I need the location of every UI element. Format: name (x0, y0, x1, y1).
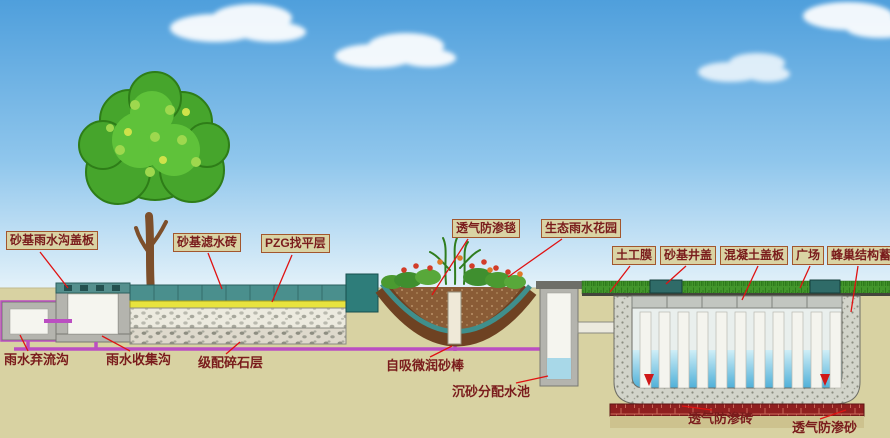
leader-permeable-blanket (431, 238, 469, 296)
graded-gravel-layer-lower (129, 327, 347, 345)
label-permeable-brick: 透气防渗砖 (688, 411, 754, 426)
brick-seams (153, 285, 323, 301)
label-rain-collection-ditch: 雨水收集沟 (106, 352, 172, 367)
settling-tank-cover (536, 281, 582, 289)
leader-gutter-cover (39, 251, 69, 289)
label-graded-gravel-layer: 级配碎石层 (198, 355, 264, 370)
settling-tank (536, 281, 635, 387)
tree (78, 71, 230, 296)
leader-collection-ditch (101, 335, 131, 352)
cloud (170, 4, 306, 42)
leader-manhole-cover (665, 265, 687, 285)
leader-permeable-brick (681, 405, 713, 411)
label-plaza: 广场 (792, 246, 825, 265)
leader-sand-filter-brick (207, 252, 223, 290)
label-geomembrane: 土工膜 (612, 246, 657, 265)
leader-geomembrane (609, 265, 631, 293)
label-settling-tank: 沉砂分配水池 (452, 384, 531, 399)
clouds (170, 2, 890, 82)
label-sand-base-manhole: 砂基井盖 (660, 246, 717, 265)
leader-settling-tank (515, 375, 549, 384)
label-eco-rain-garden: 生态雨水花园 (541, 219, 622, 238)
label-permeable-blanket: 透气防渗毯 (452, 219, 521, 238)
leader-permeable-sand (819, 409, 847, 420)
tree-canopy (78, 71, 230, 205)
leader-plaza (799, 265, 811, 289)
cover-joints (666, 296, 808, 308)
grass-surface (581, 280, 890, 295)
label-permeable-sand: 透气防渗砂 (792, 420, 858, 435)
label-sand-base-gutter-cover-plate: 砂基雨水沟盖板 (6, 231, 99, 250)
settling-tank-water (547, 358, 571, 379)
label-sand-base-filter-brick: 砂基滤水砖 (173, 233, 242, 252)
pavement-layers (129, 284, 347, 345)
permeable-sand-layer (610, 416, 864, 428)
leader-discard-ditch (19, 334, 29, 352)
leader-graded-gravel (225, 341, 241, 355)
storage-tank (609, 279, 865, 428)
label-pzg-leveling-layer: PZG找平层 (261, 234, 330, 253)
gutter-cover-plate (55, 282, 131, 294)
leader-honeycomb-tank (850, 265, 859, 313)
rain-garden (375, 235, 537, 347)
garden-plants (381, 235, 526, 289)
curb-block (345, 273, 379, 313)
label-concrete-cover-plate: 混凝土盖板 (720, 246, 789, 265)
leader-sand-rod (429, 345, 453, 358)
label-micro-moist-sand-rod: 自吸微润砂棒 (386, 358, 465, 373)
tree-trunk (134, 212, 168, 296)
drain-arrow-right (820, 374, 830, 386)
leader-concrete-cover (741, 265, 759, 301)
cloud (803, 2, 890, 38)
geomembrane (582, 293, 890, 296)
leader-pzg-leveling (271, 254, 293, 303)
leader-lines (19, 238, 859, 420)
rain-collection-ditch (55, 285, 131, 343)
manhole-cover-left (649, 279, 683, 294)
pzg-leveling-layer (129, 300, 347, 309)
label-rain-discard-ditch: 雨水弃流沟 (4, 352, 70, 367)
leader-rain-garden (507, 238, 563, 278)
cloud (698, 53, 790, 82)
manhole-cover-right (809, 279, 841, 294)
cloud (335, 33, 456, 68)
label-honeycomb-storage: 蜂巢结构蓄水池 (827, 246, 890, 265)
graded-gravel-layer-upper (129, 307, 347, 329)
drain-arrow-left (644, 374, 654, 386)
honeycomb-columns (639, 311, 842, 389)
sand-filter-brick-layer (129, 284, 347, 302)
micro-moist-sand-rod (447, 291, 462, 345)
